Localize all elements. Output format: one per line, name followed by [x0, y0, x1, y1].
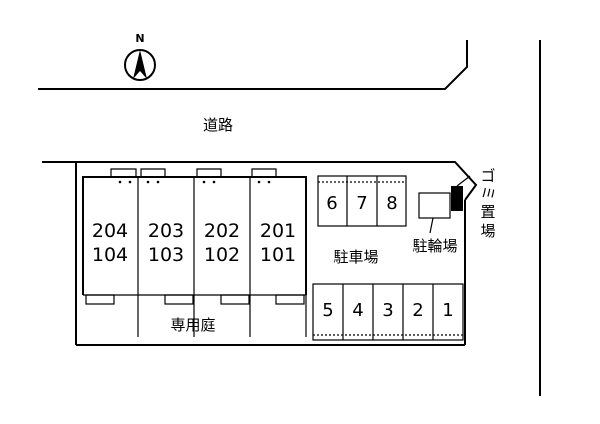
parking-stall-number: 6: [326, 193, 337, 214]
unit-upper-number: 201: [260, 220, 296, 242]
building-outline: [82, 176, 307, 337]
unit-202-102: 202 102: [204, 220, 240, 266]
unit-201-101: 201 101: [260, 220, 296, 266]
unit-lower-number: 103: [148, 244, 184, 266]
road-boundary: [38, 40, 541, 396]
unit-upper-number: 204: [92, 220, 128, 242]
parking-stall-number: 4: [352, 300, 363, 321]
garbage-area-block: [451, 186, 463, 211]
parking-stall-number: 2: [412, 300, 423, 321]
garbage-label-char: 場: [480, 222, 495, 240]
parking-stall-number: 3: [382, 300, 393, 321]
parking-stall-number: 5: [322, 300, 333, 321]
unit-lower-number: 102: [204, 244, 240, 266]
parking-stall-number: 1: [442, 300, 453, 321]
parking-stall-number: 8: [386, 193, 397, 214]
parking-lower-row: 5 4 3 2 1: [312, 283, 464, 341]
garden-markers: [85, 294, 305, 305]
unit-203-103: 203 103: [148, 220, 184, 266]
north-compass-icon: N: [124, 32, 156, 81]
parking-upper-row: 6 7 8: [317, 175, 407, 227]
garbage-label-char: ゴ: [480, 167, 495, 185]
unit-204-104: 204 104: [92, 220, 128, 266]
parking-label: 駐車場: [333, 248, 378, 266]
unit-upper-number: 202: [204, 220, 240, 242]
unit-upper-number: 203: [148, 220, 184, 242]
balcony-marks: [110, 168, 277, 184]
parking-stall-number: 7: [356, 193, 367, 214]
property-outline: [42, 161, 478, 346]
private-garden-label: 専用庭: [170, 316, 215, 334]
road-label: 道路: [203, 116, 233, 134]
bicycle-parking-area: [418, 192, 451, 234]
north-label: N: [135, 32, 144, 45]
unit-lower-number: 104: [92, 244, 128, 266]
garbage-label-char: ミ: [479, 185, 497, 200]
garbage-area-label: ゴ ミ 置 場: [479, 167, 497, 240]
unit-lower-number: 101: [260, 244, 296, 266]
garbage-label-char: 置: [480, 203, 495, 221]
bicycle-parking-label: 駐輪場: [412, 237, 457, 255]
